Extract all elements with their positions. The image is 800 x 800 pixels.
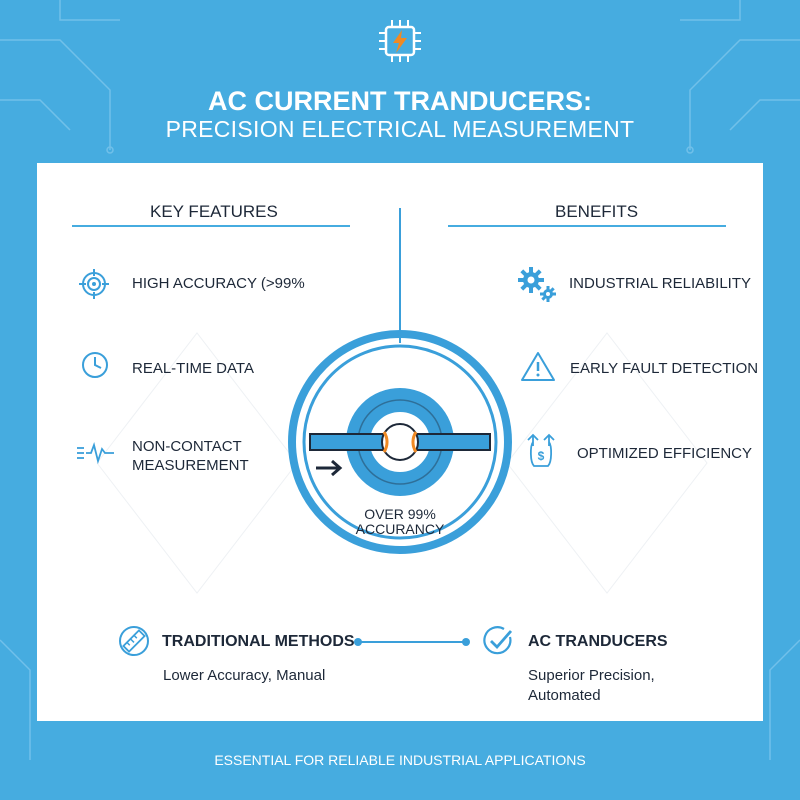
benefit-efficiency-label: OPTIMIZED EFFICIENCY [577,445,753,462]
feature-non-contact-line2: MEASUREMENT [132,457,249,474]
svg-text:$: $ [538,449,545,463]
gears-icon [518,267,556,302]
key-features-rule [72,225,350,227]
ac-tranducers-text: Superior Precision, Automated [528,666,655,706]
feature-non-contact-line1: NON-CONTACT [132,438,242,455]
ac-tranducers-text-line2: Automated [528,687,601,704]
benefits-heading: BENEFITS [555,202,639,221]
feature-non-contact-label: NON-CONTACT MEASUREMENT [132,437,249,475]
waveform-icon [77,441,114,465]
ac-tranducers-text-line1: Superior Precision, [528,667,655,684]
traditional-methods-heading: TRADITIONAL METHODS [162,633,355,650]
accuracy-line2: ACCURANCY [355,521,445,537]
traditional-methods-text: Lower Accuracy, Manual [163,667,326,684]
feature-real-time-label: REAL-TIME DATA [132,360,254,377]
page-subtitle: PRECISION ELECTRICAL MEASUREMENT [165,116,635,142]
ruler-icon [119,626,149,656]
page-title: AC CURRENT TRANDUCERS: [208,86,592,116]
money-growth-icon: $ [527,433,555,467]
comparison-connector [354,638,470,646]
target-icon [79,269,109,299]
footer-tagline: ESSENTIAL FOR RELIABLE INDUSTRIAL APPLIC… [214,752,586,768]
feature-high-accuracy-label: HIGH ACCURACY (>99% [132,275,305,292]
warning-icon [521,352,555,381]
check-circle-icon [483,626,513,655]
key-features-heading: KEY FEATURES [150,202,278,221]
ac-tranducers-heading: AC TRANDUCERS [528,633,668,650]
clock-icon [82,352,108,378]
benefit-fault-detection-label: EARLY FAULT DETECTION [570,360,759,377]
benefits-rule [448,225,726,227]
accuracy-line1: OVER 99% [364,506,436,522]
transducer-ring-graphic [288,330,512,554]
benefit-reliability-label: INDUSTRIAL RELIABILITY [569,275,751,292]
chip-lightning-icon [379,20,421,62]
